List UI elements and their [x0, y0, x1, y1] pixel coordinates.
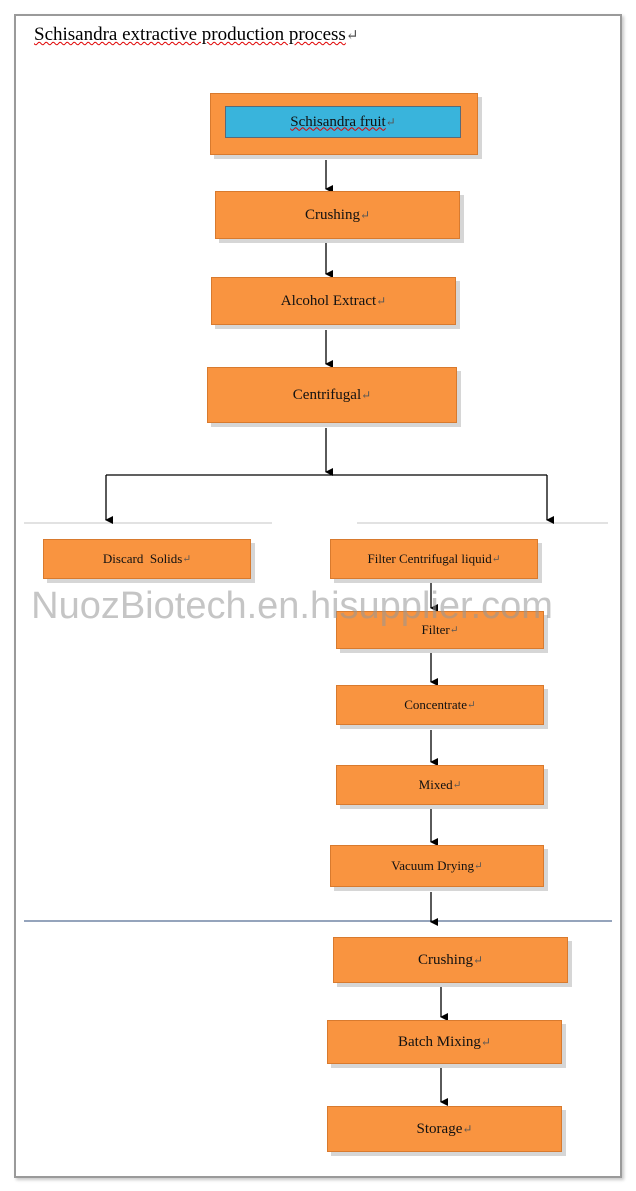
paragraph-mark: ↵ [449, 625, 459, 636]
step-filter: Filter↵ [336, 611, 544, 649]
paragraph-mark: ↵ [473, 861, 483, 872]
title-text: Schisandra extractive production process [34, 24, 346, 45]
step-concentrate-label: Concentrate [404, 697, 468, 712]
paragraph-mark: ↵ [376, 293, 387, 308]
paragraph-mark: ↵ [359, 207, 371, 222]
step-discard-solids: Discard Solids↵ [43, 539, 251, 579]
step-centrifugal: Centrifugal↵ [207, 367, 457, 423]
paragraph-mark: ↵ [345, 27, 359, 44]
step-batch-mixing: Batch Mixing↵ [327, 1020, 562, 1064]
paragraph-mark: ↵ [385, 114, 396, 129]
step-mixed-label: Mixed [418, 777, 453, 792]
step-crushing-2-label: Crushing [417, 951, 473, 968]
step-batch-mixing-label: Batch Mixing [398, 1033, 481, 1050]
step-schisandra-fruit-highlight: Schisandra fruit↵ [225, 106, 461, 138]
step-vacuum-drying-label: Vacuum Drying [391, 858, 474, 873]
paragraph-mark: ↵ [462, 1121, 473, 1136]
watermark-text: NuozBiotech.en.hisupplier.com [31, 585, 553, 627]
step-filter-label: Filter [421, 622, 450, 637]
step-crushing: Crushing↵ [215, 191, 460, 239]
step-alcohol-extract: Alcohol Extract↵ [211, 277, 456, 325]
step-alcohol-extract-label: Alcohol Extract [280, 292, 377, 309]
paragraph-mark: ↵ [452, 780, 462, 791]
step-mixed: Mixed↵ [336, 765, 544, 805]
step-filter-centrifugal-liquid-label: Filter Centrifugal liquid [367, 551, 492, 566]
diagram-title: Schisandra extractive production process… [34, 24, 359, 46]
step-filter-centrifugal-liquid: Filter Centrifugal liquid↵ [330, 539, 538, 579]
step-storage-label: Storage [416, 1120, 463, 1137]
paragraph-mark: ↵ [361, 387, 372, 402]
step-vacuum-drying: Vacuum Drying↵ [330, 845, 544, 887]
paragraph-mark: ↵ [467, 700, 476, 711]
paragraph-mark: ↵ [491, 554, 501, 565]
step-schisandra-fruit: Schisandra fruit↵ [210, 93, 478, 155]
step-crushing-2: Crushing↵ [333, 937, 568, 983]
step-crushing-label: Crushing [304, 206, 360, 223]
step-concentrate: Concentrate↵ [336, 685, 544, 725]
step-centrifugal-label: Centrifugal [292, 386, 362, 403]
paragraph-mark: ↵ [472, 952, 484, 967]
step-schisandra-fruit-label: Schisandra fruit [290, 113, 386, 130]
step-discard-solids-label: Discard Solids [102, 551, 183, 566]
step-storage: Storage↵ [327, 1106, 562, 1152]
paragraph-mark: ↵ [182, 554, 192, 565]
paragraph-mark: ↵ [480, 1034, 491, 1049]
